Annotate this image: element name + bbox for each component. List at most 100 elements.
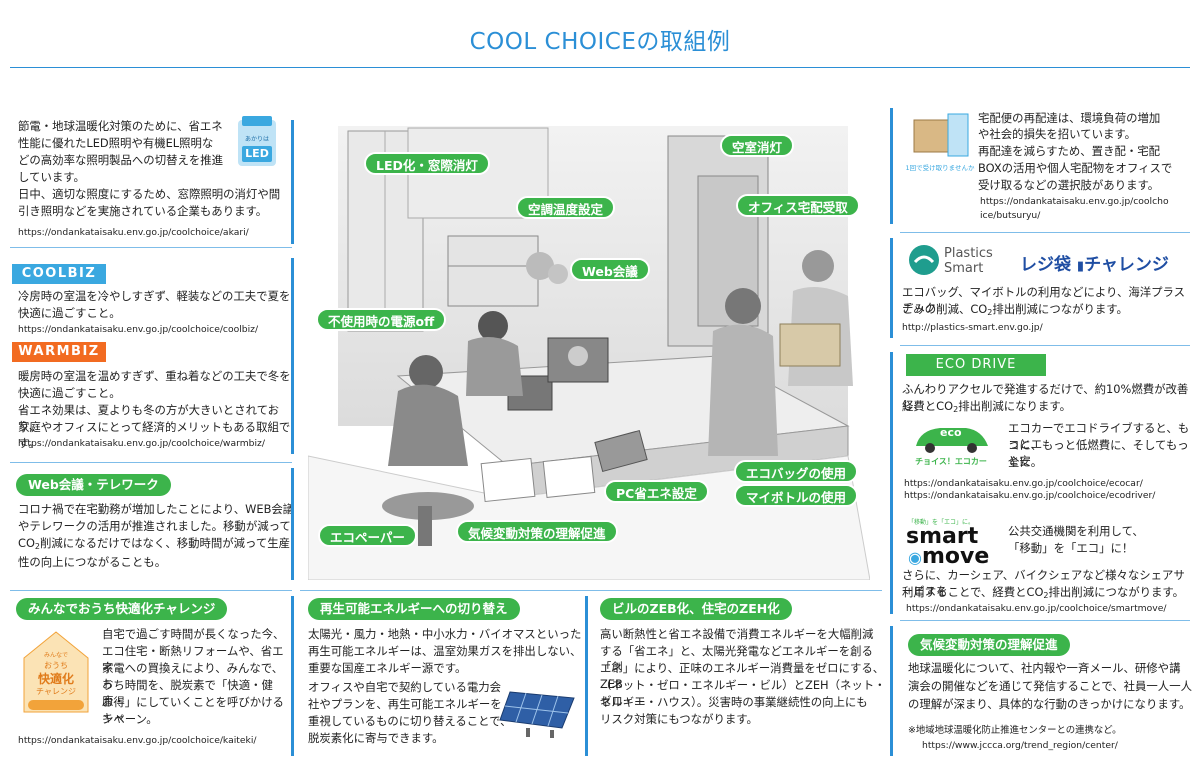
ouchi-text-4: うち時間を、脱炭素で「快適・健康・ [102,678,273,709]
led-url[interactable]: https://ondankataisaku.env.go.jp/coolcho… [18,227,249,238]
saiene-section: 再生可能エネルギーへの切り替え 太陽光・風力・地熱・中小水力・バイオマスといった… [300,596,582,756]
led-bulb-icon: あかりは LED [234,114,280,168]
ouchi-url[interactable]: https://ondankataisaku.env.go.jp/coolcho… [18,735,257,746]
divider [900,620,1190,621]
divider [900,345,1190,346]
accent-bar [890,238,893,338]
takuhai-text-2: や社会的損失を招いています。 [978,127,1136,141]
right-column: 1回で受け取りませんか 宅配便の再配達は、環境負荷の増加 や社会的損失を招いてい… [900,104,1192,764]
warmbiz-text-4: 家庭やオフィスにとって経済的メリットもある取組です。 [18,420,291,451]
solar-panel-icon [499,688,576,738]
ouchi-logo-icon: みんなで おうち 快適化 チャレンジ [18,628,94,718]
takuhai-text-5: 受け取るなどの選択肢があります。 [978,178,1160,192]
led-text-1: 節電・地球温暖化対策のために、省エネ [18,119,223,133]
accent-bar [291,258,294,454]
plastics-smart-logo-icon [908,244,940,276]
saiene-text-2: 再生可能エネルギーは、温室効果ガスを排出しない、 [308,644,582,658]
saiene-text-6: 重視しているものに切り替えることで、 [308,714,512,728]
ecodrive-text-1: ふんわりアクセルで発進するだけで、約10%燃費が改善し、 [902,382,1189,413]
warmbiz-text-3: 省エネ効果は、夏よりも冬の方が大きいとされており、 [18,403,280,434]
web-text-3: CO2削減になるだけではなく、移動時間が減って生産 [18,536,291,551]
label-kuushitsu: 空室消灯 [720,134,795,157]
zeb-text-6: リスク対策にもつながります。 [600,712,758,726]
web-text-4: 性の向上につながることも。 [18,555,167,569]
reji-bukuro-logo: レジ袋 ▮チャレンジ [1020,255,1169,275]
plastics-text-2: ごみの削減、CO2排出削減につながります。 [902,302,1128,317]
zeb-text-4: （ネット・ゼロ・エネルギー・ビル）とZEH（ネット・ゼロ・エ [600,678,886,709]
ouchi-section: みんなでおうち快適化チャレンジ みんなで おうち 快適化 チャレンジ 自宅で過ご… [10,596,290,756]
zeb-text-1: 高い断熱性と省エネ設備で消費エネルギーを大幅削減 [600,627,874,641]
page-title: COOL CHOICEの取組例 [469,29,731,55]
warmbiz-text-2: 快適に過ごすこと。 [18,386,121,400]
label-takuhai: オフィス宅配受取 [736,194,860,217]
ouchi-text-1: 自宅で過ごす時間が長くなった今、 [102,627,285,641]
bag-icon: ▮ [1076,259,1085,274]
ecodrive-url-2[interactable]: https://ondankataisaku.env.go.jp/coolcho… [904,490,1156,501]
label-ecopaper: エコペーパー [318,524,417,547]
accent-bar [890,626,893,756]
ecodrive-url-1[interactable]: https://ondankataisaku.env.go.jp/coolcho… [904,478,1143,489]
divider [300,590,882,591]
ouchi-text-3: 家電への買換えにより、みんなで、お [102,661,284,692]
coolbiz-text-2: 快適に過ごすこと。 [18,306,121,320]
saiene-text-7: 脱炭素化に寄与できます。 [308,731,444,745]
smartmove-text-1: 公共交通機関を利用して、 [1008,524,1144,538]
smartmove-text-3: さらに、カーシェア、バイクシェアなど様々なシェアサービスを [902,568,1185,599]
saiene-text-4: オフィスや自宅で契約している電力会 [308,680,502,694]
warmbiz-text-1: 暖房時の室温を温めすぎず、重ね着などの工夫で冬を [18,369,291,383]
header-divider [10,67,1190,68]
kikou-badge: 気候変動対策の理解促進 [908,634,1070,656]
plastics-smart-logo-1: Plastics [944,246,993,261]
label-led: LED化・窓際消灯 [364,152,490,175]
delivery-box-icon: 1回で受け取りませんか [906,110,974,172]
eco-drive-badge: ECO DRIVE [906,354,1046,376]
office-illustration: LED化・窓際消灯 空室消灯 空調温度設定 オフィス宅配受取 Web会議 不使用… [307,126,871,581]
web-text-1: コロナ禍で在宅勤務が増加したことにより、WEB会議 [18,502,295,516]
ecodrive-text-3: エコカーでエコドライブすると、もっとエ [1008,421,1190,452]
ecodrive-text-2: 経費とCO2排出削減になります。 [902,399,1071,414]
accent-bar [291,120,294,244]
zeb-text-3: エネ」により、正味のエネルギー消費量をゼロにする、ZEB [600,661,885,692]
web-meeting-badge: Web会議・テレワーク [16,474,171,496]
eco-car-icon: eco チョイス！エコカー [915,426,988,466]
saiene-text-3: 重要な国産エネルギー源です。 [308,661,467,675]
ouchi-text-2: エコ住宅・断熱リフォームや、省エネ [102,644,284,675]
accent-bar [890,352,893,614]
label-web: Web会議 [570,258,650,281]
web-text-2: やテレワークの活用が推進されました。移動が減って [18,519,291,533]
left-column: 節電・地球温暖化対策のために、省エネ 性能に優れたLED照明や有機EL照明な ど… [10,104,295,588]
plastics-url[interactable]: http://plastics-smart.env.go.jp/ [902,322,1043,333]
saiene-text-5: 社やプランを、再生可能エネルギーを [308,697,502,711]
saiene-text-1: 太陽光・風力・地熱・中小水力・バイオマスといった [308,627,582,641]
divider [10,590,292,591]
zeb-badge: ビルのZEB化、住宅のZEH化 [600,598,792,620]
plastics-text-1: エコバッグ、マイボトルの利用などにより、海洋プラスチック [902,285,1186,316]
accent-bar [585,596,588,756]
coolbiz-badge: COOLBIZ [12,264,106,284]
accent-bar [291,468,294,580]
takuhai-url-1[interactable]: https://ondankataisaku.env.go.jp/coolcho [980,196,1169,207]
takuhai-url-2[interactable]: ice/butsuryu/ [980,210,1041,221]
divider [10,247,292,248]
divider [900,232,1190,233]
smart-move-logo-1: smart [906,524,979,549]
kikou-text-3: の理解が深まり、具体的な行動のきっかけになります。 [908,697,1191,711]
divider [10,462,292,463]
zeb-text-2: する「省エネ」と、太陽光発電などエネルギーを創る「創 [600,644,873,675]
ouchi-text-5: お得」にしていくことを呼びかけるキャ [102,695,284,726]
led-text-2: 性能に優れたLED照明や有機EL照明な [18,136,214,150]
kikou-url[interactable]: https://www.jccca.org/trend_region/cente… [922,740,1118,751]
label-kuucho: 空調温度設定 [516,196,616,219]
kikou-note: ※地域地球温暖化防止推進センターとの連携など。 [908,725,1122,736]
takuhai-text-3: 再配達を減らすため、置き配・宅配 [978,144,1161,158]
coolbiz-url[interactable]: https://ondankataisaku.env.go.jp/coolcho… [18,324,259,335]
takuhai-text-1: 宅配便の再配達は、環境負荷の増加 [978,111,1161,125]
smartmove-text-4: 利用することで、経費とCO2排出削減につながります。 [902,585,1185,600]
label-fushiyou: 不使用時の電源off [316,308,447,331]
smartmove-url[interactable]: https://ondankataisaku.env.go.jp/coolcho… [906,603,1167,614]
warmbiz-url[interactable]: https://ondankataisaku.env.go.jp/coolcho… [18,438,265,449]
smartmove-text-2: 「移動」を「エコ」に！ [1008,541,1134,555]
led-text-6: 引き照明などを実施されている企業もあります。 [18,204,268,218]
saiene-badge: 再生可能エネルギーへの切り替え [308,598,520,620]
ouchi-badge: みんなでおうち快適化チャレンジ [16,598,228,620]
